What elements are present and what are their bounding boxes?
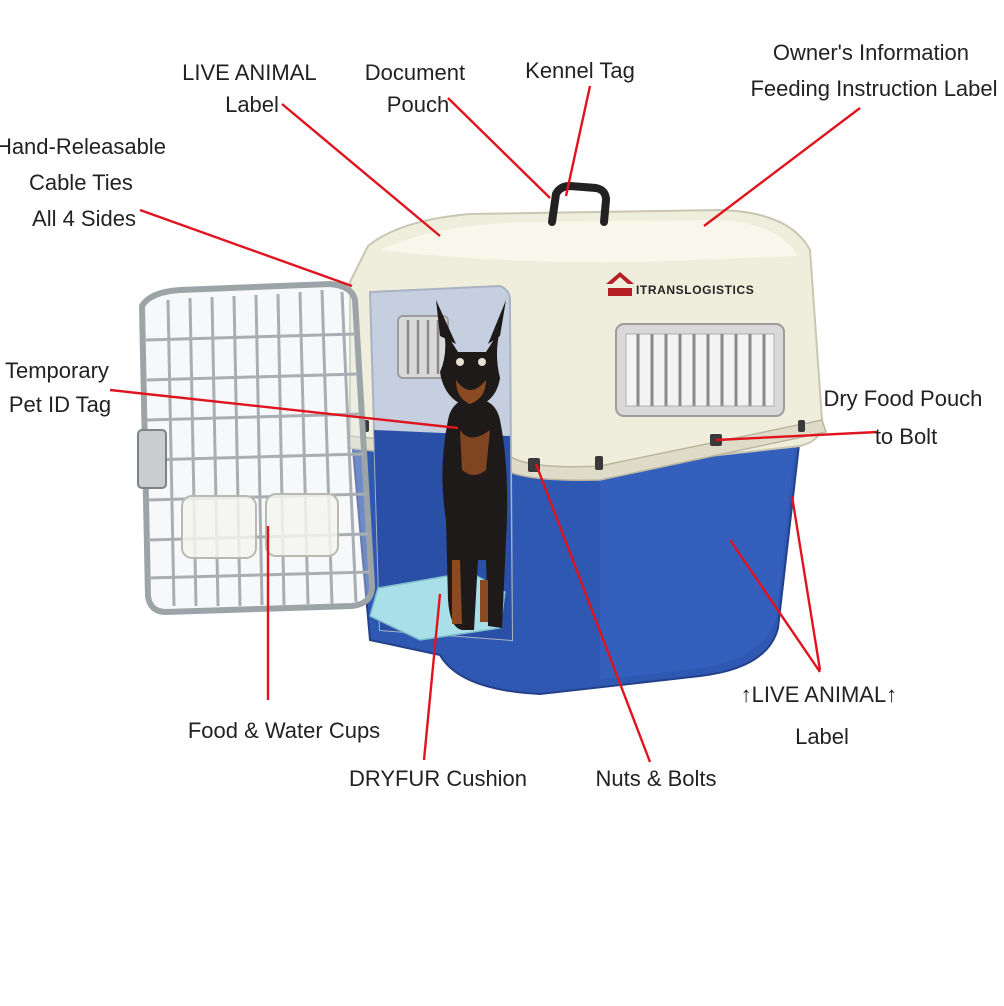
dog-leg-markings [452, 560, 488, 624]
leader-cable-ties [139, 208, 353, 288]
dog-figure [436, 300, 508, 630]
leader-dryfur-cushion [422, 593, 442, 761]
brand-logo-text: ITRANSLOGISTICS [636, 283, 754, 297]
door-latch [137, 429, 167, 489]
wire-door [137, 280, 376, 616]
label-document-pouch: Document Pouch [365, 60, 471, 117]
dog-eye-left [456, 358, 464, 366]
label-live-animal-bottom: ↑LIVE ANIMAL↑ Label [741, 682, 904, 749]
leader-nuts-bolts [534, 463, 652, 763]
leader-lines [109, 85, 879, 763]
kennel-base-shading [600, 446, 795, 680]
food-cup-left [181, 495, 257, 559]
label-kennel-tag: Kennel Tag [525, 58, 635, 83]
leader-dry-food-pouch [715, 430, 879, 442]
dog-chest-markings [460, 430, 490, 475]
leader-owners-info [703, 107, 861, 227]
leader-document-pouch [447, 97, 551, 199]
label-owners-info: Owner's Information Feeding Instruction … [750, 40, 997, 101]
pet-kennel-illustration: ITRANSLOGISTICS [137, 181, 827, 696]
label-food-water-cups: Food & Water Cups [188, 718, 380, 743]
label-cable-ties: Hand-Releasable Cable Ties All 4 Sides [0, 134, 172, 231]
label-dryfur-cushion: DRYFUR Cushion [349, 766, 527, 791]
water-cup-right [265, 493, 339, 557]
kennel-handle [548, 181, 611, 226]
dog-head [440, 330, 500, 408]
leader-kennel-tag [564, 85, 592, 197]
callout-labels: LIVE ANIMAL Label Document Pouch Kennel … [0, 40, 998, 791]
leader-live-animal-bottom-b [729, 539, 821, 673]
leader-pet-id-tag [109, 388, 459, 430]
label-live-animal-top: LIVE ANIMAL Label [182, 60, 322, 117]
leader-live-animal-bottom-a [790, 495, 822, 671]
leader-live-animal-top [281, 103, 441, 237]
label-nuts-bolts: Nuts & Bolts [595, 766, 716, 791]
side-window-grille [615, 323, 785, 417]
inner-vent-grille [397, 315, 449, 379]
dog-muzzle [456, 380, 486, 404]
label-pet-id-tag: Temporary Pet ID Tag [5, 358, 115, 417]
label-dry-food-pouch: Dry Food Pouch to Bolt [823, 386, 988, 449]
brand-logo-mark [606, 272, 634, 296]
dog-eye-right [478, 358, 486, 366]
kennel-top-highlight [380, 220, 798, 263]
brand-logo: ITRANSLOGISTICS [606, 272, 754, 297]
